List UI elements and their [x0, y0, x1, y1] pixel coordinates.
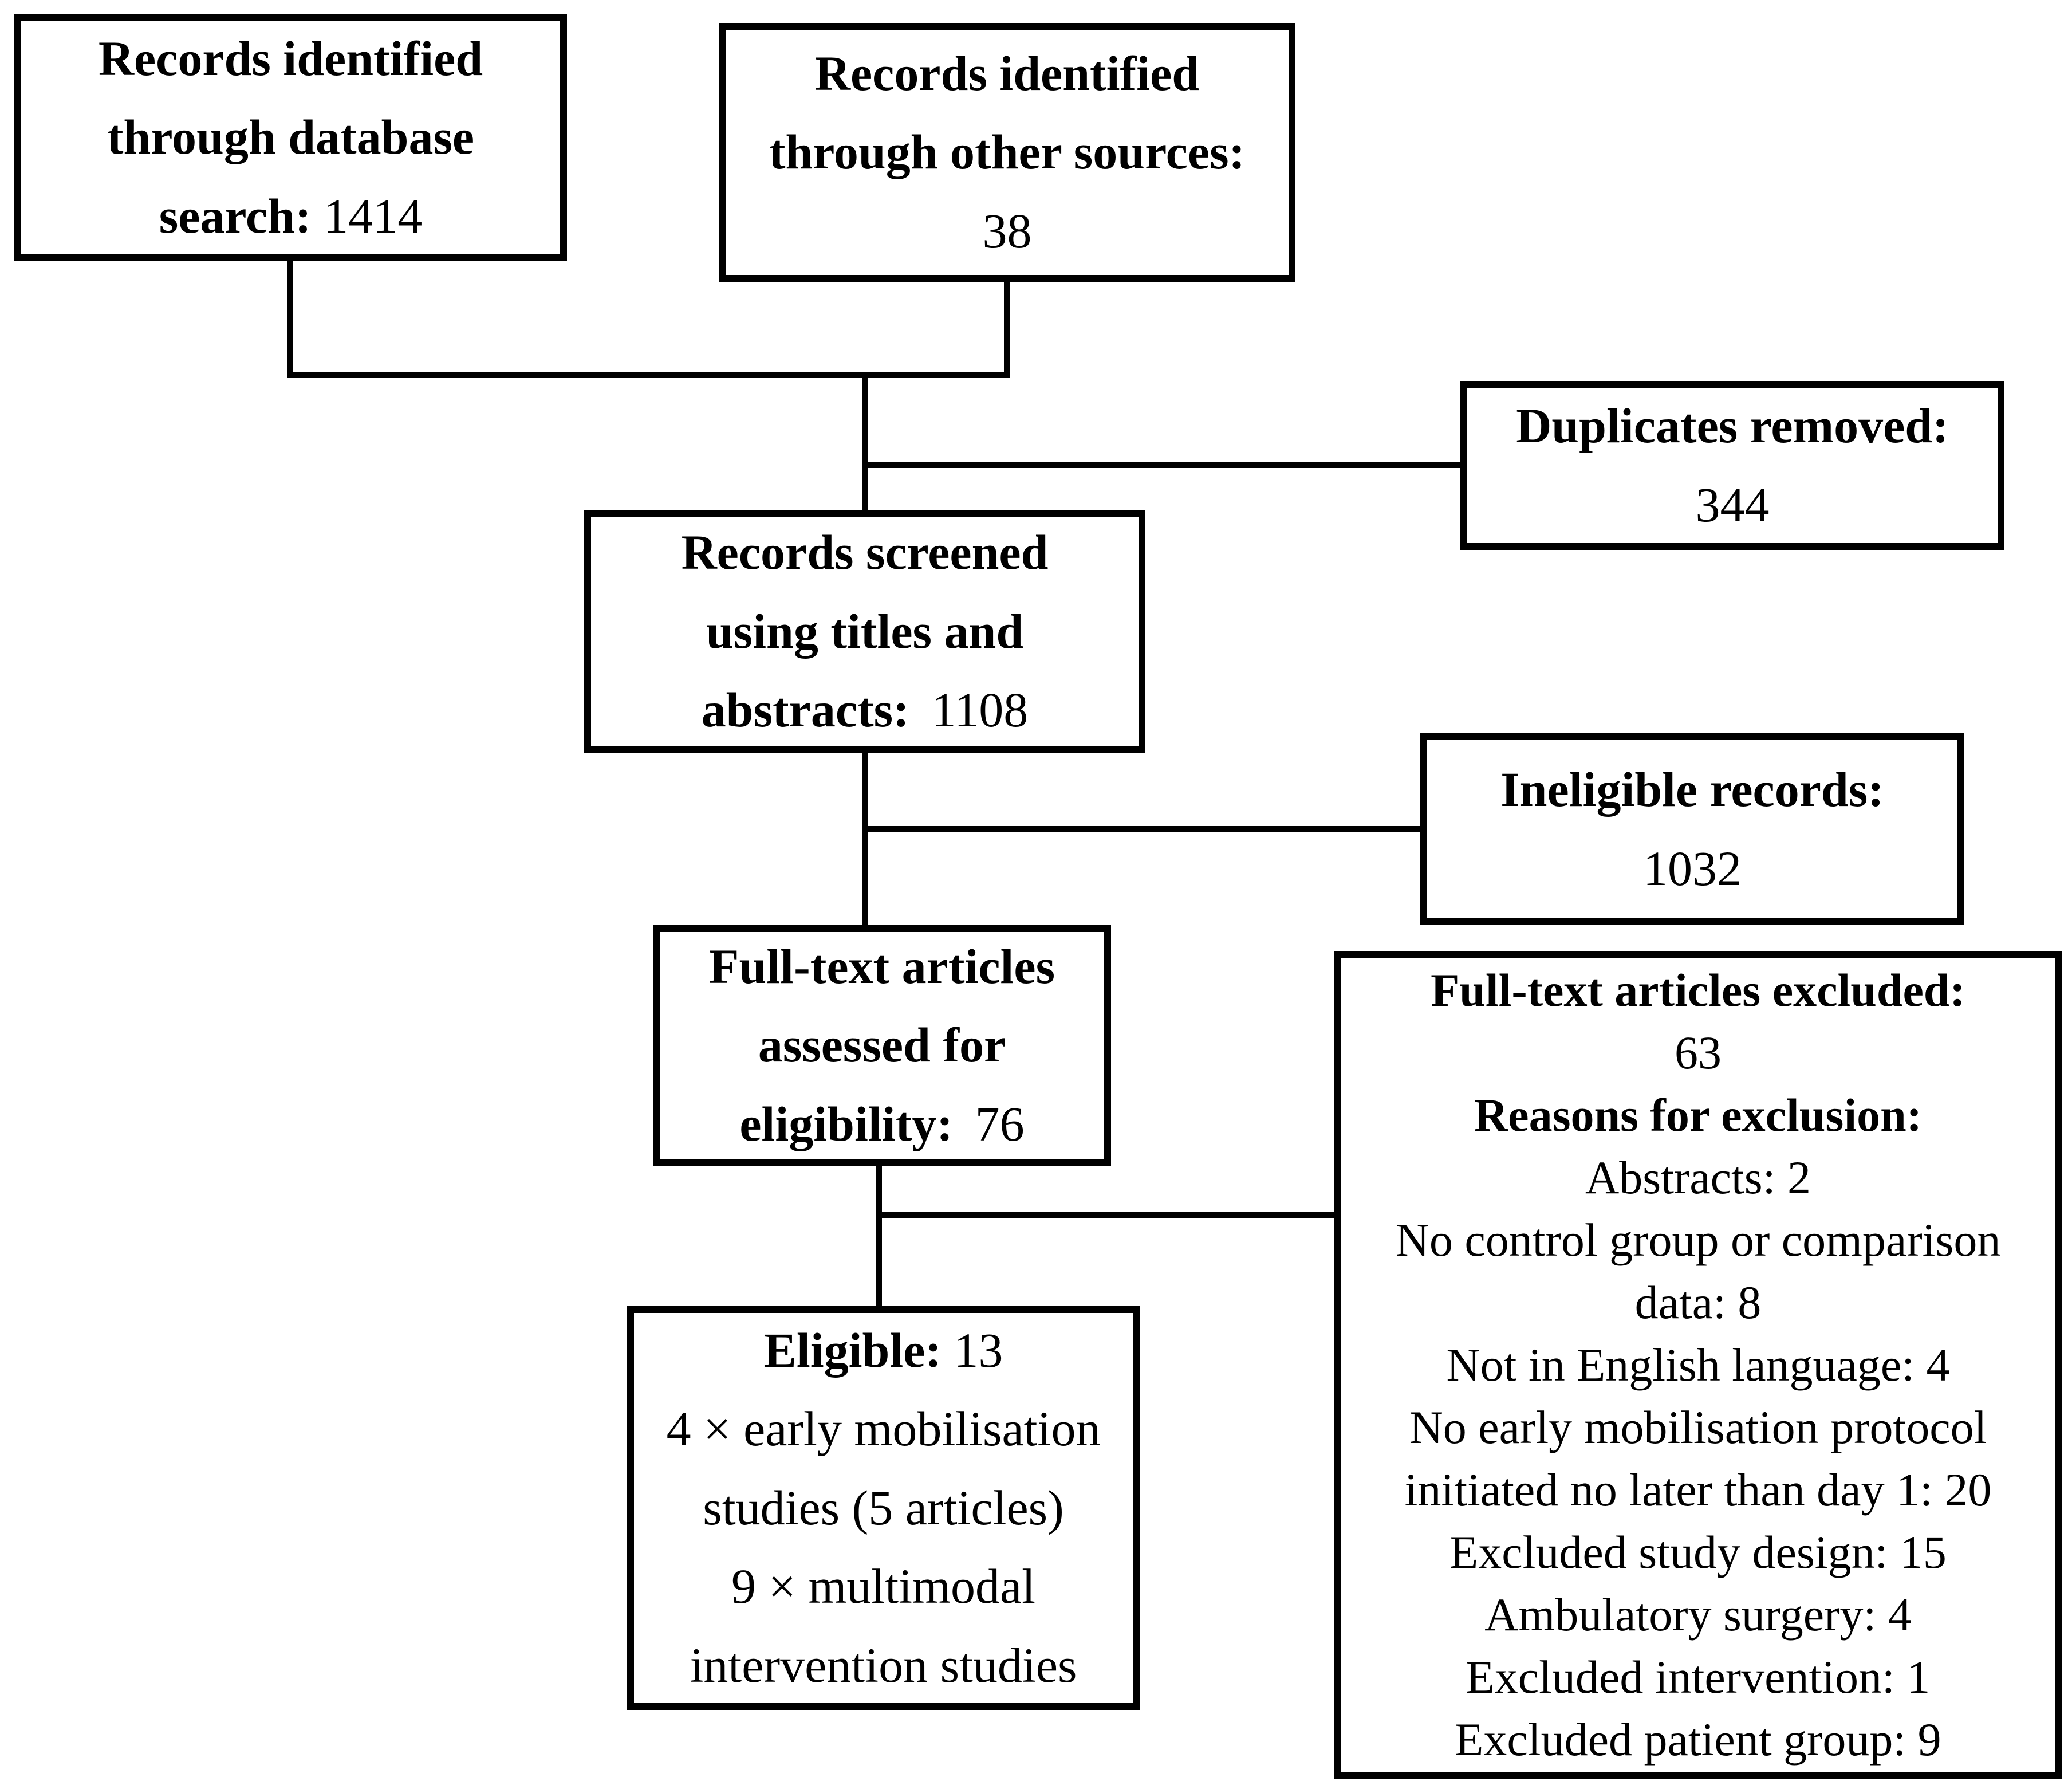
screened-line1: Records screened [591, 513, 1139, 592]
records-db-line2-text: through database [107, 109, 475, 165]
excluded-title-line: Full-text articles excluded: [1346, 959, 2050, 1021]
ineligible-label: Ineligible records: [1500, 761, 1884, 817]
connector-stub-database [287, 261, 293, 378]
eligible-label: Eligible: [763, 1322, 942, 1378]
screened-line3: abstracts: 1108 [591, 671, 1139, 750]
fulltext-line2-text: assessed for [758, 1017, 1006, 1073]
duplicates-label-line: Duplicates removed: [1467, 387, 1998, 466]
exclusion-reason: Abstracts: 2 [1585, 1151, 1811, 1204]
ineligible-label-line: Ineligible records: [1427, 750, 1957, 829]
screened-line2-text: using titles and [706, 603, 1024, 659]
fulltext-line1: Full-text articles [660, 927, 1104, 1006]
exclusion-reason: Excluded study design: 15 [1449, 1526, 1947, 1579]
records-other-line2: through other sources: [726, 113, 1289, 192]
records-db-label: search: [159, 188, 312, 243]
records-other-count: 38 [982, 203, 1032, 258]
box-eligible-studies: Eligible:13 4 × early mobilisation studi… [627, 1306, 1140, 1710]
fulltext-label: eligibility: [739, 1096, 953, 1151]
screened-label: abstracts: [701, 682, 909, 738]
eligible-count-line: Eligible:13 [634, 1311, 1133, 1390]
duplicates-label: Duplicates removed: [1516, 398, 1949, 453]
records-db-line3: search:1414 [21, 177, 560, 256]
exclusion-reason: Excluded patient group: 9 [1455, 1713, 1941, 1766]
records-other-line2-text: through other sources: [769, 124, 1246, 180]
screened-line1-text: Records screened [681, 525, 1049, 580]
records-other-line1: Records identified [726, 34, 1289, 113]
fulltext-count: 76 [975, 1096, 1025, 1151]
excluded-reasons-header-line: Reasons for exclusion: [1346, 1084, 2050, 1146]
exclusion-reason: No control group or comparison data: 8 [1395, 1213, 2001, 1328]
ineligible-count-line: 1032 [1427, 829, 1957, 909]
records-other-line1-text: Records identified [814, 45, 1200, 101]
ineligible-count: 1032 [1643, 840, 1742, 896]
connector-stub-other-sources [1004, 282, 1010, 378]
box-records-identified-database: Records identified through database sear… [14, 14, 567, 261]
duplicates-count: 344 [1695, 477, 1770, 532]
connector-vertical-to-fulltext [862, 753, 868, 925]
eligible-detail-early-mobilisation: 4 × early mobilisation studies (5 articl… [666, 1401, 1101, 1535]
excluded-title: Full-text articles excluded: [1431, 964, 1965, 1016]
connector-branch-ineligible [862, 826, 1420, 832]
connector-vertical-to-eligible [876, 1166, 882, 1306]
box-fulltext-assessed: Full-text articles assessed for eligibil… [653, 925, 1111, 1166]
box-ineligible-records: Ineligible records: 1032 [1420, 733, 1964, 925]
records-db-line1-text: Records identified [98, 30, 483, 86]
box-records-screened: Records screened using titles and abstra… [584, 510, 1145, 753]
excluded-count-line: 63 [1346, 1021, 2050, 1084]
screened-line2: using titles and [591, 592, 1139, 671]
excluded-count: 63 [1675, 1026, 1722, 1079]
duplicates-count-line: 344 [1467, 466, 1998, 545]
records-other-count-line: 38 [726, 192, 1289, 271]
excluded-reasons-header: Reasons for exclusion: [1474, 1088, 1923, 1141]
box-records-identified-other-sources: Records identified through other sources… [719, 23, 1295, 282]
eligible-count: 13 [954, 1322, 1003, 1378]
eligible-detail-multimodal: 9 × multimodal intervention studies [690, 1559, 1077, 1693]
exclusion-reason: Ambulatory surgery: 4 [1484, 1589, 1912, 1641]
exclusion-reason: No early mobilisation protocol initiated… [1404, 1401, 1992, 1516]
box-fulltext-excluded: Full-text articles excluded: 63 Reasons … [1334, 951, 2062, 1779]
records-db-count: 1414 [324, 188, 423, 243]
connector-vertical-to-screened [862, 372, 868, 510]
connector-branch-duplicates [862, 462, 1460, 468]
box-duplicates-removed: Duplicates removed: 344 [1460, 381, 2004, 550]
connector-branch-excluded [876, 1212, 1334, 1218]
records-db-line2: through database [21, 98, 560, 177]
fulltext-line3: eligibility: 76 [660, 1085, 1104, 1164]
fulltext-line2: assessed for [660, 1006, 1104, 1085]
screened-count: 1108 [931, 682, 1029, 738]
fulltext-line1-text: Full-text articles [708, 938, 1055, 994]
connector-merge-horizontal [287, 372, 1010, 378]
exclusion-reason: Excluded intervention: 1 [1466, 1651, 1931, 1704]
records-db-line1: Records identified [21, 19, 560, 99]
exclusion-reason: Not in English language: 4 [1446, 1338, 1950, 1391]
